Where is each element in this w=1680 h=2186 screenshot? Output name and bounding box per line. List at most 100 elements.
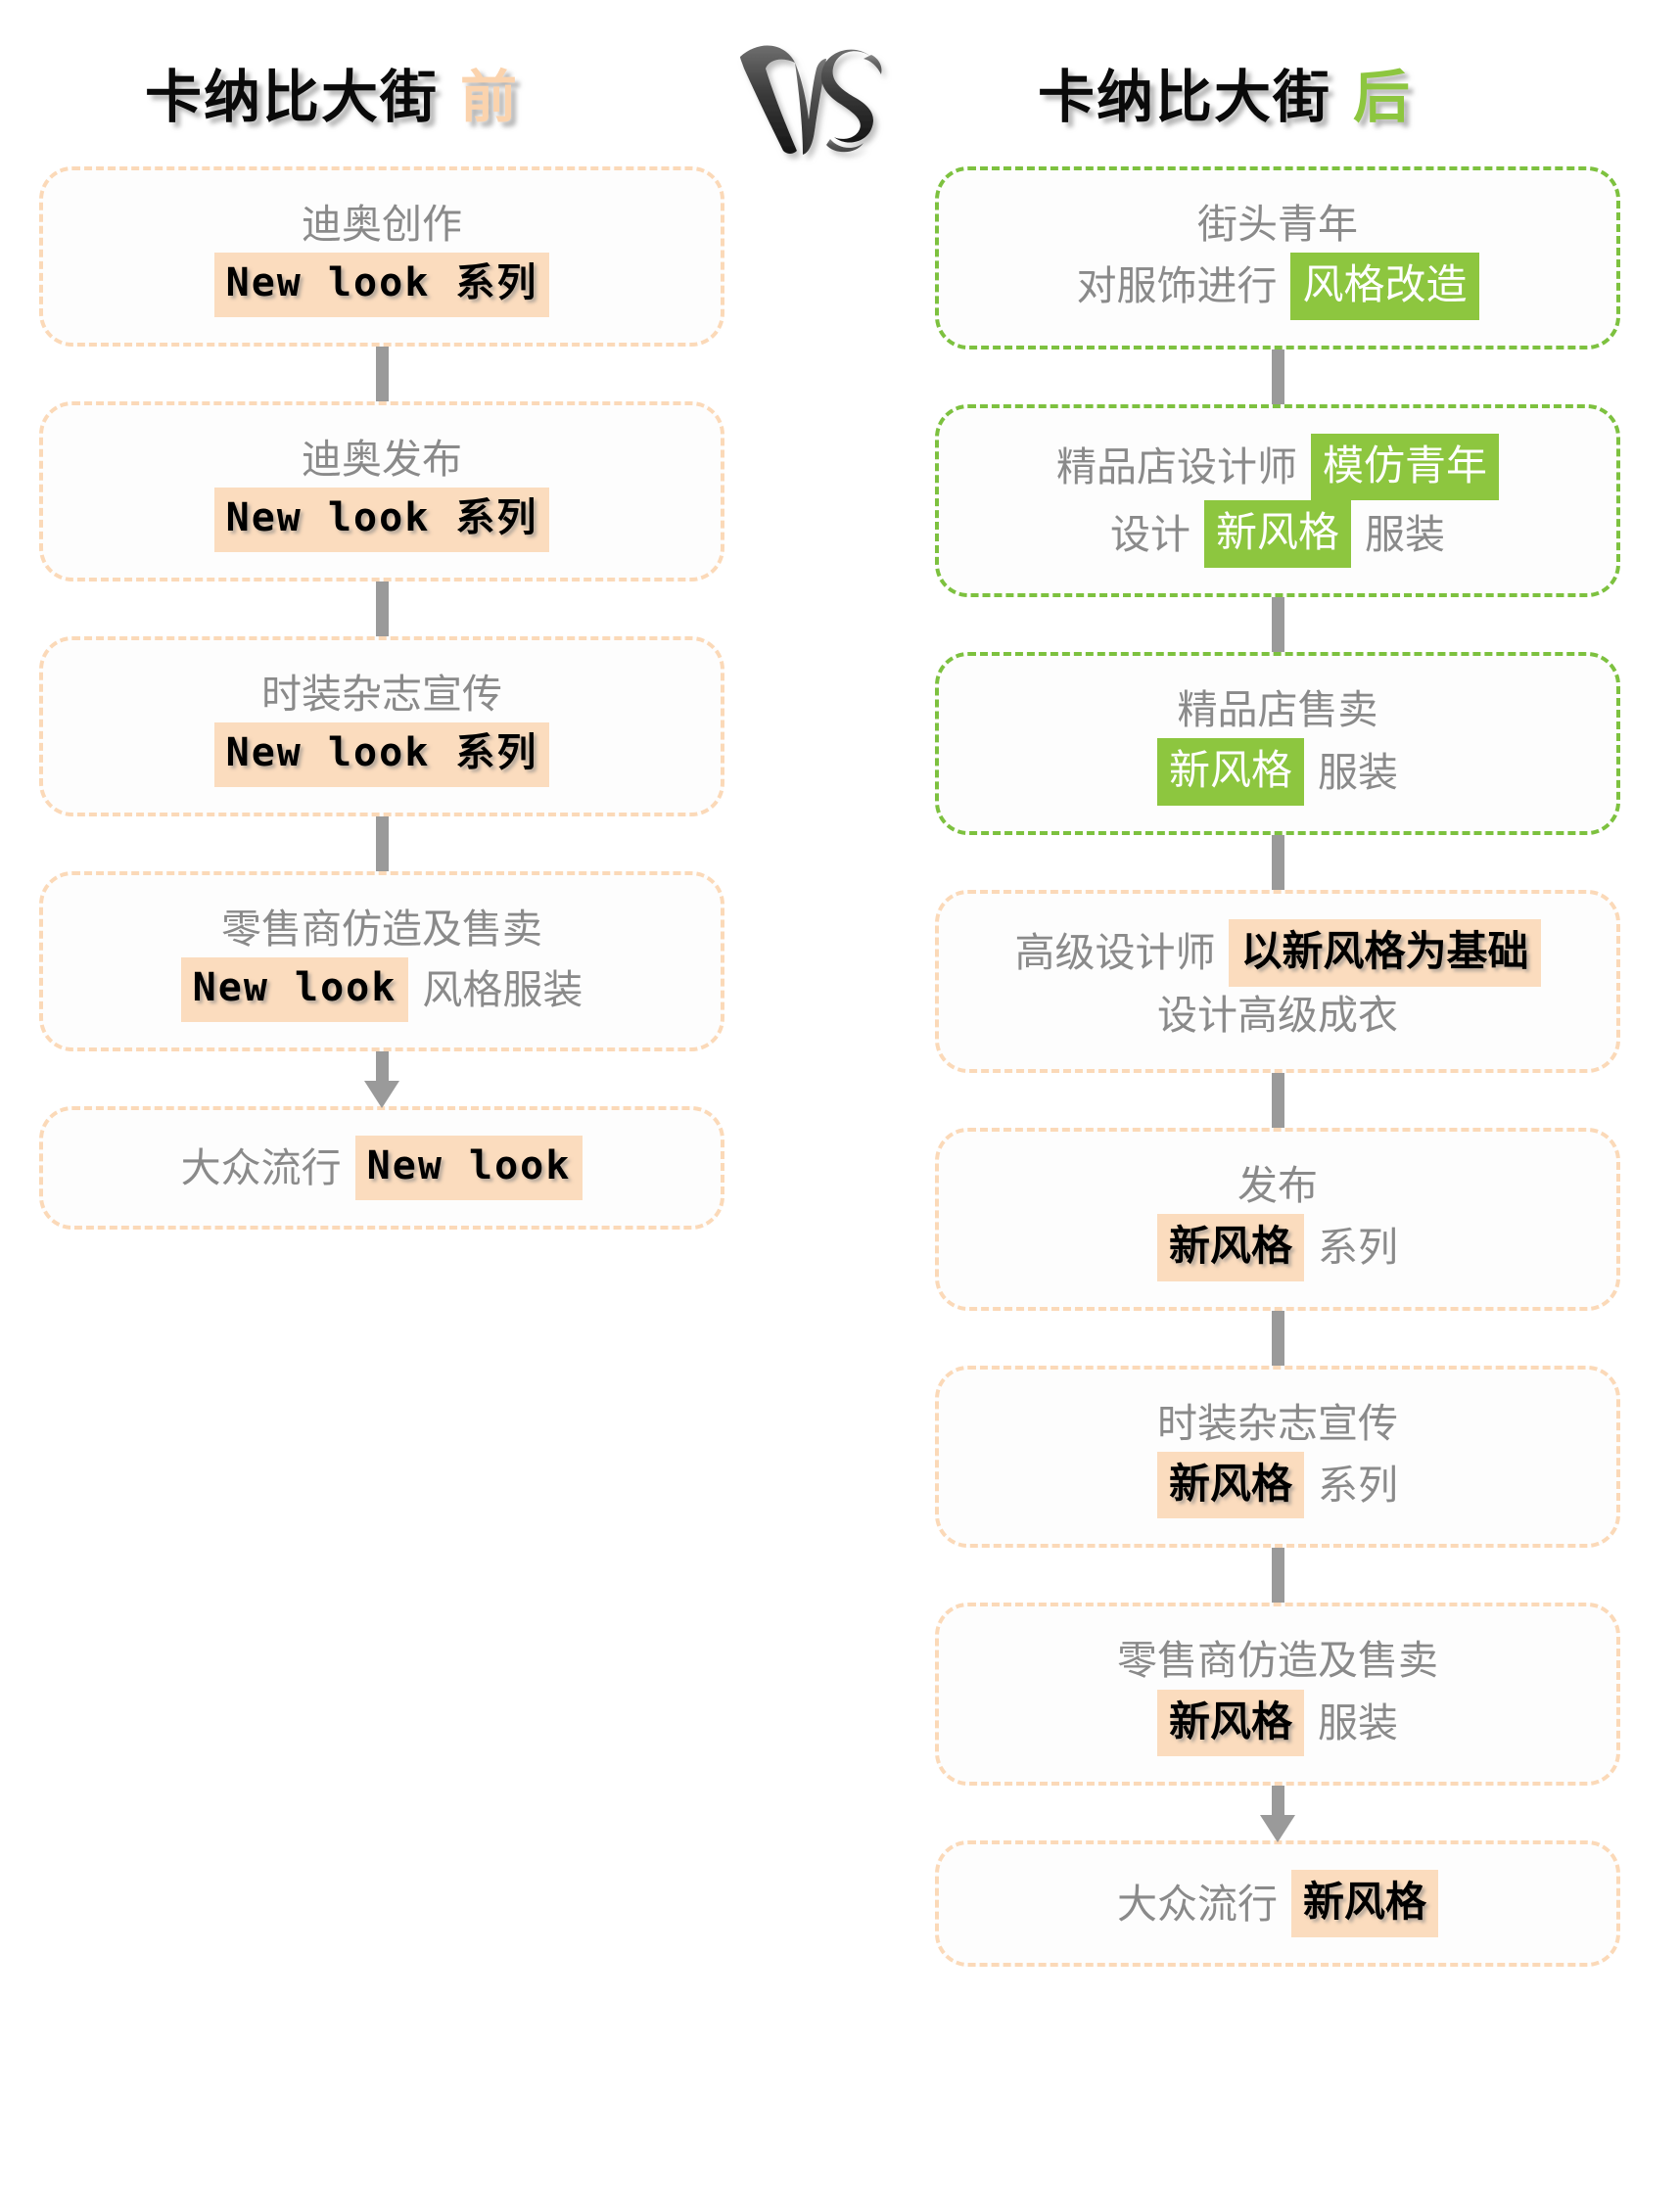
connector-stem: [1271, 1310, 1284, 1366]
flow-node[interactable]: 大众流行 New look: [39, 1106, 724, 1230]
right-title-main: 卡纳比大街: [1038, 66, 1332, 129]
flow-node[interactable]: 零售商仿造及售卖 New look 风格服装: [39, 871, 724, 1052]
node-line-2: 设计高级成衣: [1157, 987, 1398, 1044]
flow-node[interactable]: 迪奥发布 New look 系列: [39, 401, 724, 582]
flow-connector-arrow: [39, 1051, 724, 1109]
connector-stem: [1271, 1548, 1284, 1604]
flow-connector: [935, 1310, 1620, 1366]
node-line-2: 新风格 系列: [1156, 1214, 1398, 1281]
node-text-before: 对服饰进行: [1076, 263, 1278, 309]
node-text-after: 系列: [1318, 1225, 1398, 1271]
node-highlight: 风格改造: [1290, 253, 1479, 320]
node-text: 零售商仿造及售卖: [1117, 1638, 1438, 1684]
node-text-after: 服装: [1365, 511, 1445, 557]
node-line-1: 零售商仿造及售卖: [1117, 1632, 1438, 1689]
flow-connector: [935, 349, 1620, 404]
flow-connector-arrow: [935, 1786, 1620, 1843]
connector-stem: [1271, 834, 1284, 890]
node-text-before: 高级设计师: [1014, 930, 1216, 976]
node-line-1: 精品店售卖: [1178, 681, 1378, 738]
vs-logo-icon: [724, 29, 920, 166]
right-column-title: 卡纳比大街后: [1038, 51, 1412, 133]
node-highlight: 新风格: [1156, 738, 1304, 806]
node-highlight: New look 系列: [213, 722, 550, 788]
node-highlight: 模仿青年: [1310, 433, 1499, 501]
connector-stem: [375, 581, 389, 637]
node-line-1: 迪奥发布: [302, 431, 462, 488]
node-line-1: 精品店设计师 模仿青年: [1055, 433, 1499, 501]
node-line-2: 新风格 服装: [1156, 1689, 1398, 1757]
node-text-after: 服装: [1318, 1699, 1398, 1745]
right-title-suffix: 后: [1353, 66, 1413, 129]
node-highlight: 新风格: [1156, 1451, 1304, 1519]
node-highlight: New look: [354, 1136, 583, 1200]
left-column-title: 卡纳比大街前: [145, 51, 519, 133]
connector-stem: [1271, 1786, 1284, 1820]
flow-node[interactable]: 迪奥创作 New look 系列: [39, 166, 724, 348]
node-text-before: 大众流行: [180, 1144, 342, 1190]
flow-connector: [935, 597, 1620, 653]
flow-node[interactable]: 时装杂志宣传 New look 系列: [39, 636, 724, 817]
flow-node[interactable]: 精品店售卖 新风格 服装: [935, 652, 1620, 835]
left-title-suffix: 前: [460, 66, 520, 129]
node-line-1: 时装杂志宣传: [261, 666, 502, 722]
node-highlight: New look: [180, 957, 409, 1023]
node-line-2: New look 系列: [213, 488, 550, 553]
node-text: 街头青年: [1197, 202, 1358, 247]
node-text-after: 系列: [1318, 1463, 1398, 1509]
connector-stem: [1271, 1072, 1284, 1128]
node-highlight: 新风格: [1156, 1214, 1304, 1281]
flow-node[interactable]: 零售商仿造及售卖 新风格 服装: [935, 1603, 1620, 1787]
flow-connector: [39, 581, 724, 637]
node-line-1: 高级设计师 以新风格为基础: [1014, 918, 1541, 987]
node-text: 时装杂志宣传: [261, 672, 502, 718]
node-highlight: 以新风格为基础: [1229, 918, 1541, 987]
node-text-after: 服装: [1318, 749, 1398, 795]
flow-node[interactable]: 发布 新风格 系列: [935, 1127, 1620, 1311]
node-line-2: 新风格 服装: [1156, 738, 1398, 806]
node-text-before: 大众流行: [1116, 1881, 1278, 1927]
node-text: 迪奥创作: [302, 202, 462, 247]
node-line-2: New look 系列: [213, 722, 550, 788]
header: 卡纳比大街前 卡纳比大街后: [0, 0, 1680, 166]
connector-stem: [375, 816, 389, 872]
node-text: 时装杂志宣传: [1157, 1400, 1398, 1446]
node-text-before: 设计高级成衣: [1157, 992, 1398, 1038]
node-line-1: 迪奥创作: [302, 196, 462, 253]
node-line-2: New look 系列: [213, 253, 550, 318]
node-text: 发布: [1237, 1162, 1318, 1208]
flow-node[interactable]: 高级设计师 以新风格为基础 设计高级成衣: [935, 889, 1620, 1073]
node-highlight: New look 系列: [213, 253, 550, 318]
node-text-before: 精品店设计师: [1055, 444, 1297, 490]
node-text: 精品店售卖: [1177, 687, 1378, 733]
node-text-after: 风格服装: [422, 967, 583, 1013]
node-line-1: 街头青年: [1197, 196, 1358, 253]
flow-node[interactable]: 精品店设计师 模仿青年 设计 新风格 服装: [935, 403, 1620, 598]
arrowhead-icon: [1260, 1815, 1295, 1843]
left-title-main: 卡纳比大街: [145, 66, 440, 129]
node-text: 迪奥发布: [302, 437, 462, 483]
flowchart-before: 迪奥创作 New look 系列 迪奥发布 New look 系列 时装杂志宣传…: [39, 166, 724, 1230]
flow-node[interactable]: 时装杂志宣传 新风格 系列: [935, 1365, 1620, 1549]
flow-connector: [935, 834, 1620, 890]
node-highlight: 新风格: [1203, 500, 1351, 569]
flow-node[interactable]: 大众流行 新风格: [935, 1840, 1620, 1967]
node-line-2: 大众流行 New look: [181, 1136, 583, 1200]
node-text: 零售商仿造及售卖: [221, 907, 542, 953]
flow-connector: [935, 1548, 1620, 1604]
flowchart-after: 街头青年 对服饰进行 风格改造 精品店设计师 模仿青年 设计 新风格 服装: [935, 166, 1620, 1967]
arrowhead-icon: [364, 1081, 399, 1109]
flow-connector: [39, 347, 724, 402]
connector-stem: [1271, 349, 1284, 404]
connector-stem: [375, 1051, 389, 1086]
connector-stem: [375, 347, 389, 402]
flow-connector: [39, 816, 724, 872]
node-line-1: 零售商仿造及售卖: [221, 901, 542, 957]
connector-stem: [1271, 597, 1284, 653]
node-line-2: 设计 新风格 服装: [1109, 500, 1445, 569]
node-line-1: 时装杂志宣传: [1157, 1395, 1398, 1452]
flow-node[interactable]: 街头青年 对服饰进行 风格改造: [935, 166, 1620, 349]
node-text-before: 设计: [1109, 511, 1190, 557]
node-line-1: 发布: [1237, 1157, 1318, 1214]
node-line-2: New look 风格服装: [180, 957, 583, 1023]
